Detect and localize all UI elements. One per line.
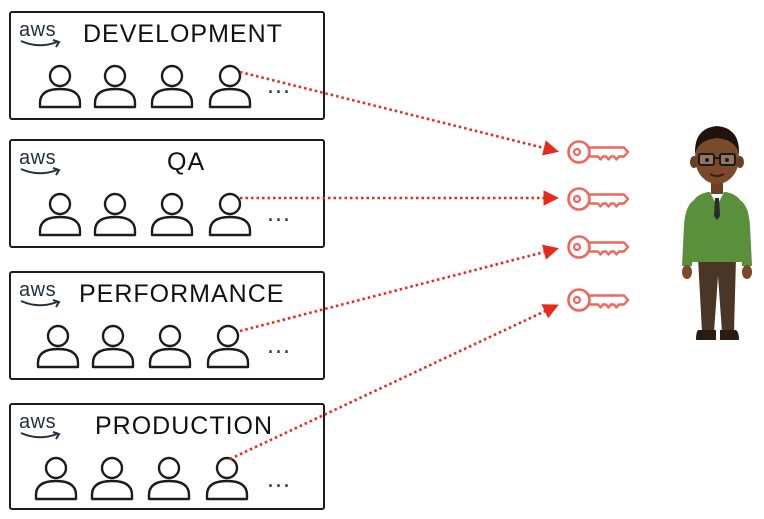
person-tie (714, 198, 720, 220)
person-ear (690, 156, 698, 168)
account-box-development: aws DEVELOPMENT ... (9, 11, 325, 120)
key-icon (567, 235, 630, 259)
user-icon (208, 64, 252, 109)
account-title: QA (167, 148, 206, 176)
aws-smile-icon (20, 431, 61, 440)
aws-logo-text: aws (19, 279, 57, 301)
user-icon (90, 456, 134, 501)
aws-logo-text: aws (19, 147, 57, 169)
user-icon (147, 456, 191, 501)
person-arm-left (682, 200, 694, 266)
account-box-production: aws PRODUCTION ... (9, 403, 325, 510)
person-pants (698, 258, 736, 332)
user-icon (34, 456, 78, 501)
person-neck (711, 182, 723, 194)
key-icon (567, 140, 630, 164)
person-arm-right (740, 200, 752, 266)
aws-smile-icon (20, 167, 61, 176)
person-mouth (709, 173, 725, 177)
aws-smile-icon (20, 39, 61, 48)
connector-production (229, 304, 559, 461)
person-hand (742, 265, 752, 279)
more-users-ellipsis: ... (267, 468, 291, 493)
user-icon (91, 324, 135, 369)
aws-logo: aws (19, 412, 67, 446)
connector-performance (239, 244, 560, 333)
aws-logo: aws (19, 20, 67, 54)
account-title: PERFORMANCE (79, 280, 285, 308)
user-icon (150, 64, 194, 109)
user-icon (93, 64, 137, 109)
user-icon (148, 324, 192, 369)
person-ear (736, 156, 744, 168)
user-icon (150, 192, 194, 237)
user-icon (208, 192, 252, 237)
account-box-qa: aws QA ... (9, 139, 325, 248)
aws-logo-text: aws (19, 19, 57, 41)
person-illustration (682, 126, 752, 340)
user-icon (205, 456, 249, 501)
account-title: PRODUCTION (95, 412, 274, 440)
person-eye (705, 158, 709, 162)
more-users-ellipsis: ... (267, 202, 291, 227)
person-sweater (692, 192, 742, 262)
key-icon (567, 288, 630, 312)
person-shoe (720, 330, 739, 340)
user-icon (36, 324, 80, 369)
aws-logo-text: aws (19, 411, 57, 433)
aws-logo: aws (19, 148, 67, 182)
more-users-ellipsis: ... (267, 334, 291, 359)
person-shoe (696, 330, 716, 340)
user-icon (206, 324, 250, 369)
aws-logo: aws (19, 280, 67, 314)
account-title: DEVELOPMENT (83, 20, 283, 48)
person-hand (682, 265, 692, 279)
user-icon (38, 64, 82, 109)
aws-smile-icon (20, 299, 61, 308)
account-box-performance: aws PERFORMANCE ... (9, 271, 325, 380)
key-icon (567, 187, 630, 211)
user-icon (93, 192, 137, 237)
connector-development (239, 70, 560, 156)
person-hair (694, 126, 740, 154)
user-icon (38, 192, 82, 237)
person-eye (725, 158, 729, 162)
